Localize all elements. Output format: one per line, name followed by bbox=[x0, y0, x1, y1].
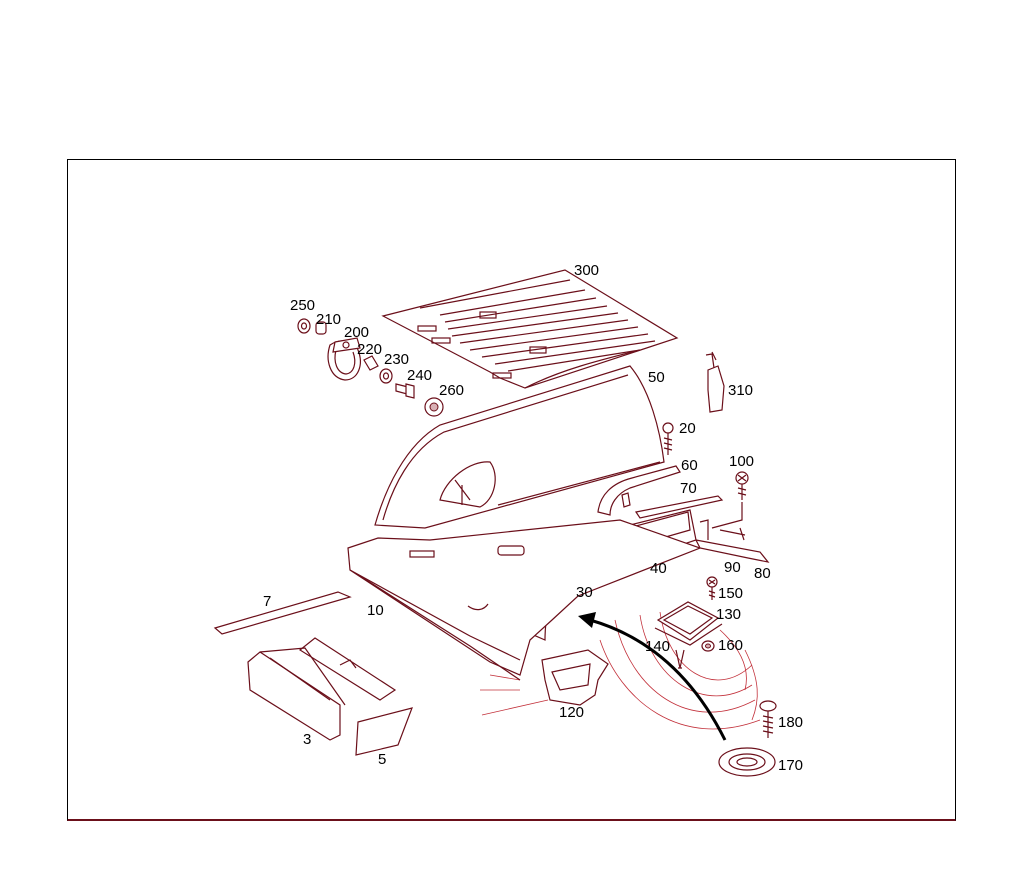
callout-310: 310 bbox=[728, 382, 753, 399]
callout-160: 160 bbox=[718, 637, 743, 654]
callout-260: 260 bbox=[439, 382, 464, 399]
callout-20: 20 bbox=[679, 420, 696, 437]
callout-300: 300 bbox=[574, 262, 599, 279]
callout-120: 120 bbox=[559, 704, 584, 721]
part-3-trough bbox=[247, 637, 397, 741]
part-200-ring bbox=[327, 337, 361, 381]
part-240-bolt bbox=[395, 383, 415, 399]
callout-210: 210 bbox=[316, 311, 341, 328]
part-250-washer bbox=[297, 318, 311, 334]
part-130-plate bbox=[654, 601, 723, 646]
callout-100: 100 bbox=[729, 453, 754, 470]
callout-250: 250 bbox=[290, 297, 315, 314]
part-140-clip bbox=[675, 649, 685, 669]
part-170-grommet bbox=[718, 747, 776, 777]
callout-3: 3 bbox=[303, 731, 311, 748]
callout-90: 90 bbox=[724, 559, 741, 576]
part-20-screw bbox=[662, 422, 674, 455]
callout-5: 5 bbox=[378, 751, 386, 768]
callout-80: 80 bbox=[754, 565, 771, 582]
part-210-bushing bbox=[315, 321, 327, 335]
part-90-80-bracket bbox=[694, 519, 770, 563]
callout-180: 180 bbox=[778, 714, 803, 731]
callout-150: 150 bbox=[718, 585, 743, 602]
part-220-pin bbox=[363, 355, 379, 371]
leader-100 bbox=[711, 502, 743, 529]
part-180-screw bbox=[759, 700, 777, 738]
part-230-washer bbox=[379, 368, 393, 384]
part-7-strip bbox=[213, 591, 352, 635]
callout-230: 230 bbox=[384, 351, 409, 368]
part-50-cover bbox=[374, 365, 665, 529]
callout-10: 10 bbox=[367, 602, 384, 619]
part-70-strip bbox=[635, 495, 724, 519]
callout-60: 60 bbox=[681, 457, 698, 474]
callout-30: 30 bbox=[576, 584, 593, 601]
callout-170: 170 bbox=[778, 757, 803, 774]
callout-140: 140 bbox=[645, 638, 670, 655]
callout-220: 220 bbox=[357, 341, 382, 358]
part-100-screw bbox=[735, 471, 749, 500]
part-160-nut bbox=[701, 640, 715, 652]
part-5-plate bbox=[355, 707, 413, 756]
wheel-outline bbox=[480, 611, 761, 730]
callout-70: 70 bbox=[680, 480, 697, 497]
direction-arrow bbox=[578, 612, 727, 741]
diagram-frame bbox=[67, 159, 956, 821]
callout-50: 50 bbox=[648, 369, 665, 386]
part-300-mat bbox=[381, 269, 679, 389]
callout-130: 130 bbox=[716, 606, 741, 623]
part-310-bracket bbox=[705, 351, 725, 413]
callout-7: 7 bbox=[263, 593, 271, 610]
callout-200: 200 bbox=[344, 324, 369, 341]
callout-labels: 300 250 210 200 220 230 240 260 50 310 2… bbox=[263, 262, 803, 774]
part-150-screw bbox=[706, 576, 718, 600]
callout-240: 240 bbox=[407, 367, 432, 384]
callout-40: 40 bbox=[650, 560, 667, 577]
part-60-strip bbox=[597, 465, 681, 516]
part-260-nut bbox=[424, 397, 444, 417]
part-10-floor bbox=[347, 519, 702, 681]
part-120-box bbox=[541, 649, 609, 706]
